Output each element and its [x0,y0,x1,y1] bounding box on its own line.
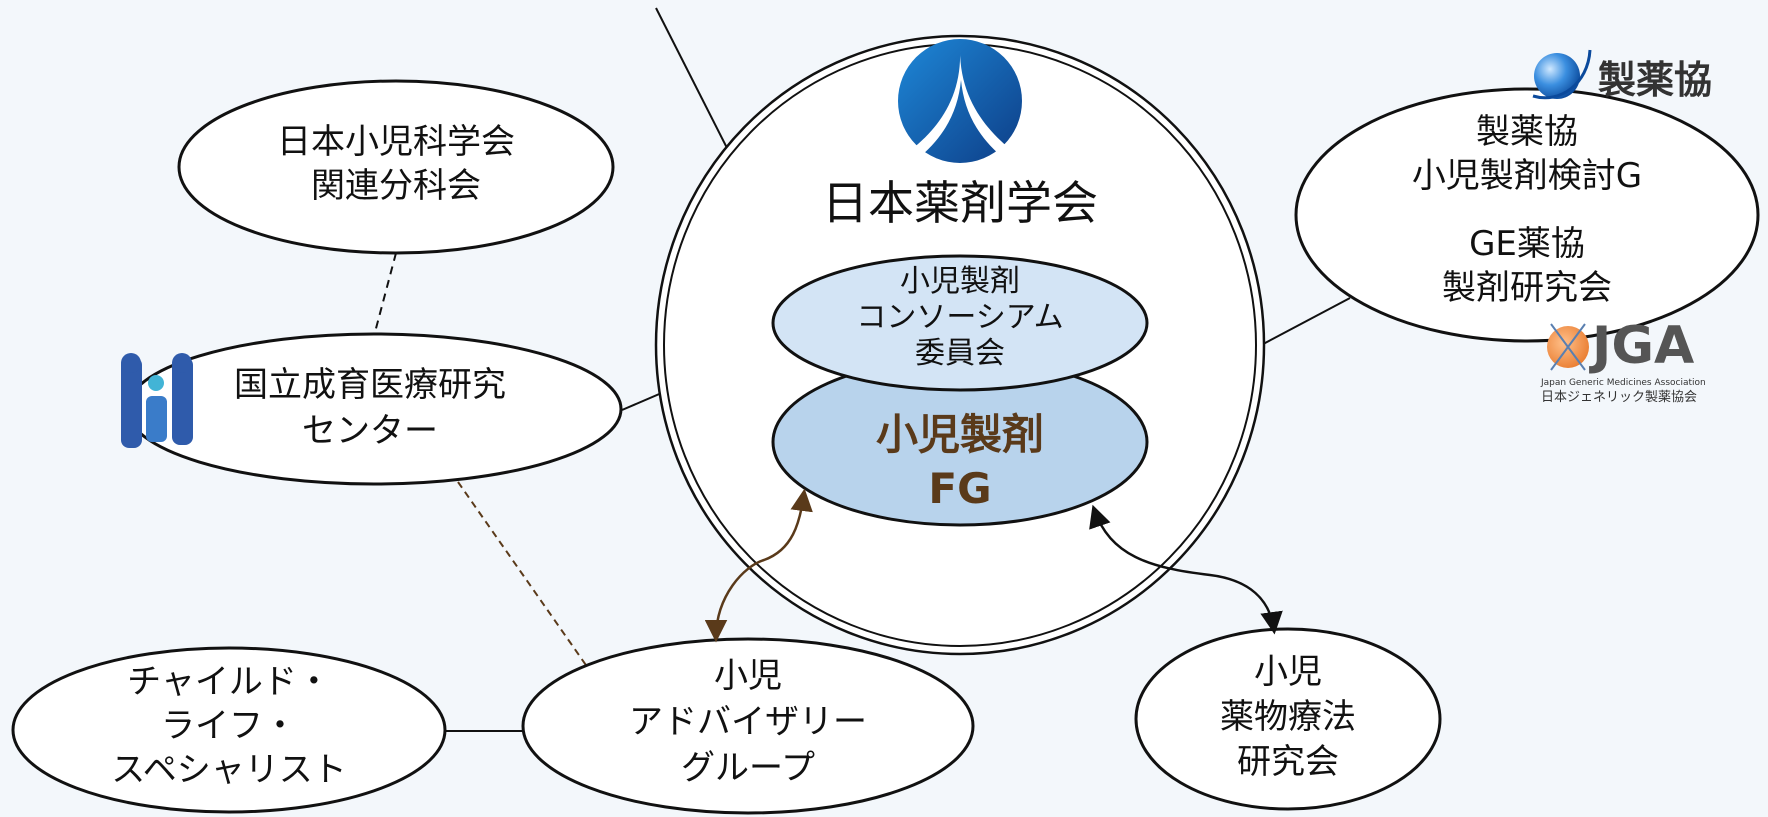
pharmacotherapy-line-1: 小児 [1254,652,1322,692]
node-child-life [11,646,447,814]
arrow-fg-pharmacotherapy [1089,504,1283,635]
jps-line-2: 関連分科会 [311,166,481,206]
jga-logo-jp: 日本ジェネリック製薬協会 [1541,390,1698,405]
node-pharmacotherapy [1134,627,1442,811]
ncchd-label: 国立成育医療研究 センター [200,362,540,454]
node-jpma-jga [1294,87,1760,343]
jga-line-1: GE薬協 [1469,224,1585,264]
consortium-label: 小児製剤 コンソーシアム 委員会 [810,264,1110,372]
jps-subcommittee-label: 日本小児科学会 関連分科会 [221,120,571,208]
jga-line-2: 製剤研究会 [1442,268,1612,308]
consortium-ellipse [771,254,1149,392]
jpma-logo-text: 製薬協 [1598,58,1713,102]
advisory-line-2: アドバイザリー [629,702,867,742]
jga-group-label: GE薬協 製剤研究会 [1367,222,1687,310]
child-life-label: チャイルド・ ライフ・ スペシャリスト [59,660,399,792]
advisory-line-3: グループ [681,748,815,788]
jpma-line-2: 小児製剤検討G [1411,156,1643,196]
jsps-logo-icon [898,39,1022,163]
ncchd-line-2: センター [302,411,438,451]
ncchd-logo-icon [121,353,193,448]
jpma-group-label: 製薬協 小児製剤検討G [1367,110,1687,198]
pharmacotherapy-label: 小児 薬物療法 研究会 [1163,650,1413,785]
pharmacotherapy-line-2: 薬物療法 [1220,697,1356,737]
advisory-label: 小児 アドバイザリー グループ [598,653,898,791]
consortium-line-2: コンソーシアム [856,300,1064,335]
ncchd-line-1: 国立成育医療研究 [234,365,506,405]
fg-line-2: FG [928,464,992,513]
fg-label: 小児製剤 FG [810,408,1110,516]
fg-line-1: 小児製剤 [875,410,1044,459]
jga-logo-text: JGA [1592,316,1695,376]
consortium-line-3: 委員会 [915,336,1005,371]
arrow-advisory-fg [704,488,813,643]
pharmacotherapy-line-3: 研究会 [1237,742,1339,782]
jpma-globe-icon [1532,49,1592,100]
child-life-line-1: チャイルド・ [127,662,331,702]
connector-ncchd-advisory [457,481,589,669]
child-life-line-3: スペシャリスト [111,750,347,790]
jga-logo-en: Japan Generic Medicines Association [1541,378,1706,388]
node-jps-subcommittee [177,79,615,255]
consortium-line-1: 小児製剤 [900,264,1020,299]
child-life-line-2: ライフ・ [161,706,297,746]
center-title: 日本薬剤学会 [822,176,1098,230]
advisory-line-1: 小児 [714,656,782,696]
jga-logo-icon [1547,323,1589,371]
jpma-line-1: 製薬協 [1476,112,1578,152]
jps-line-1: 日本小児科学会 [277,122,515,162]
connector-jps-ncchd [373,252,397,337]
